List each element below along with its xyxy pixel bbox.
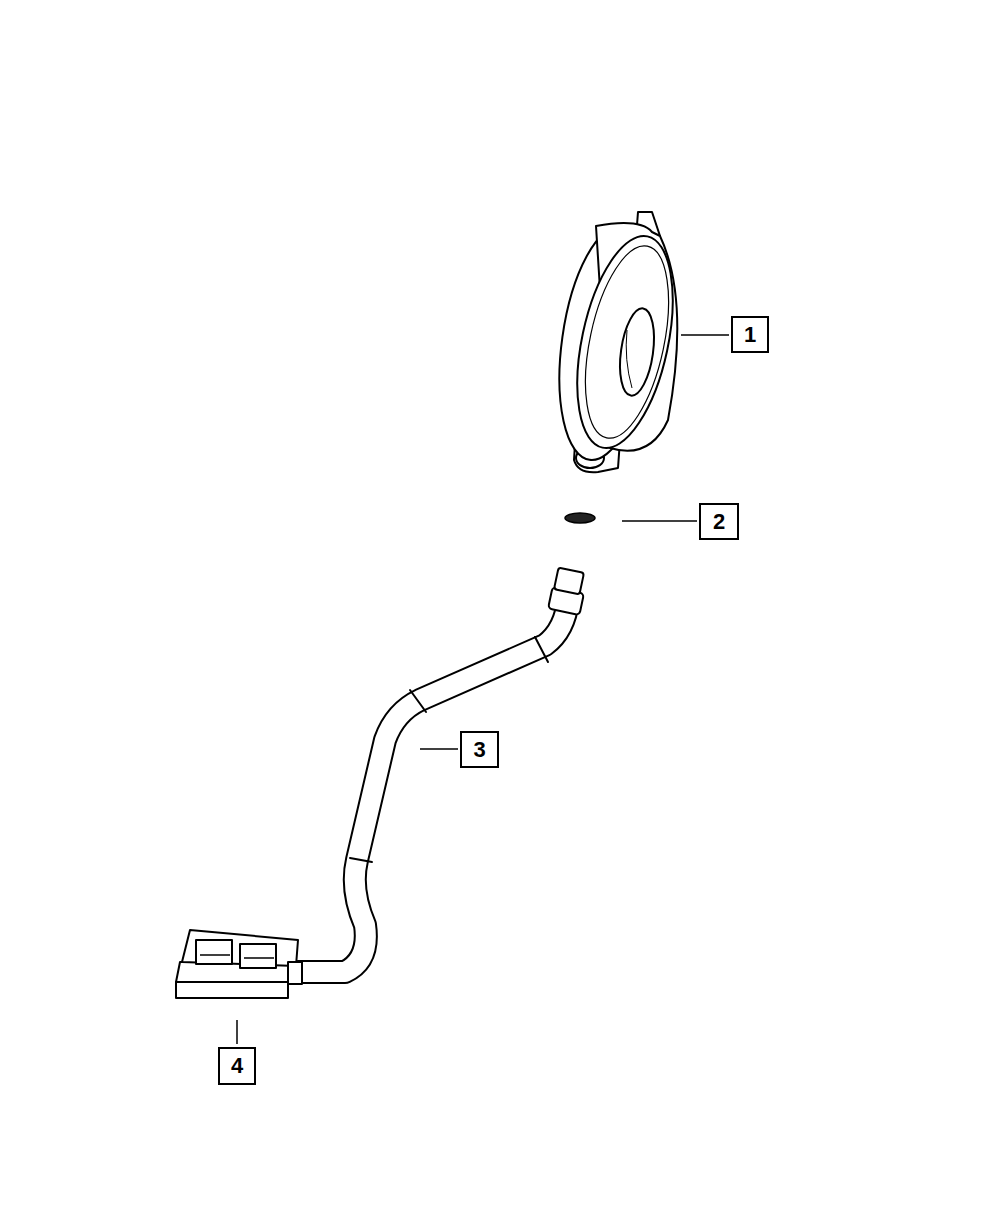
callout-box: 1 (731, 316, 769, 353)
callout-box: 3 (460, 731, 499, 768)
hose (298, 600, 568, 972)
callout-number: 2 (713, 511, 725, 533)
callout-number: 1 (744, 324, 756, 346)
callout-number: 3 (473, 739, 485, 761)
callout-number: 4 (231, 1055, 243, 1077)
hose-fitting (548, 568, 584, 616)
connector-part (176, 930, 302, 998)
callout-box: 2 (699, 503, 739, 540)
callout-box: 4 (218, 1047, 256, 1085)
o-ring (565, 513, 595, 523)
cover-part (546, 212, 690, 472)
leader-line (237, 335, 729, 1044)
